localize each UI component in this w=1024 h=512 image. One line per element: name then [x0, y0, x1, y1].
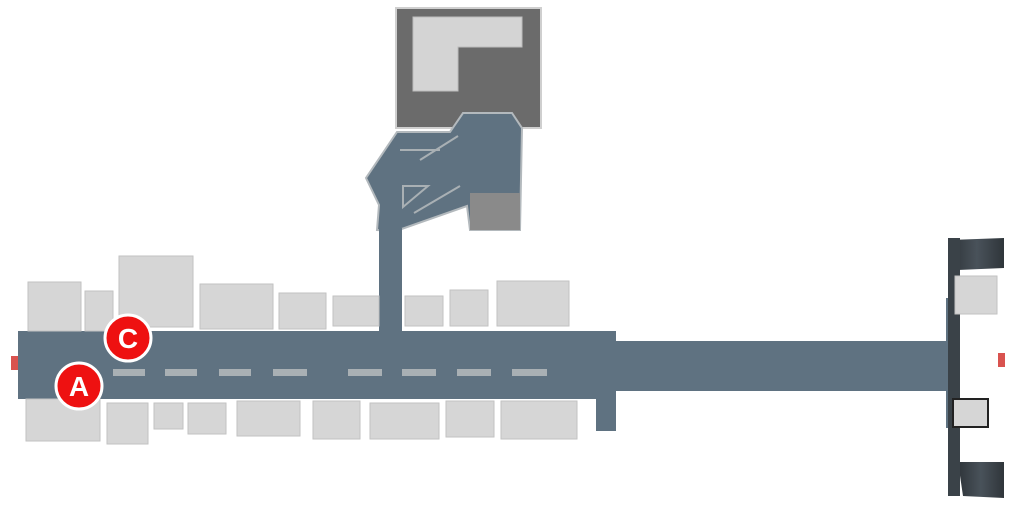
- marker-c[interactable]: C: [103, 313, 153, 363]
- east-bridge: [948, 238, 1004, 498]
- north-buildings: [27, 255, 570, 332]
- plaza-area: [364, 112, 524, 233]
- marker-a-label: A: [69, 371, 89, 402]
- connector-road: [379, 228, 402, 338]
- south-buildings: [25, 398, 578, 445]
- west-end-cap: [11, 356, 18, 370]
- road-dashes: [113, 369, 547, 376]
- north-compound: [395, 7, 542, 129]
- main-road: [18, 298, 958, 431]
- east-end-cap: [998, 353, 1005, 367]
- marker-a[interactable]: A: [54, 361, 104, 411]
- marker-c-label: C: [118, 323, 138, 354]
